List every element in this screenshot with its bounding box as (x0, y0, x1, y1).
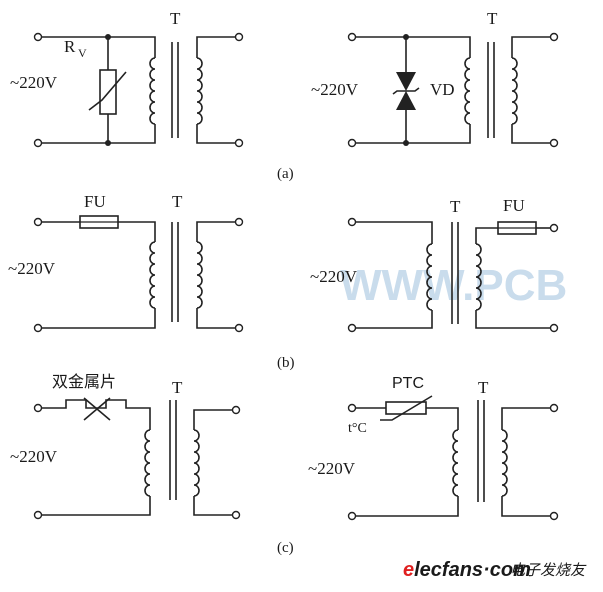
terminal (33, 138, 43, 148)
terminal (33, 510, 43, 520)
caption-a: (a) (277, 166, 294, 182)
circuit-b-primary-fuse: FU ~220V T (8, 192, 244, 333)
terminal (347, 32, 357, 42)
logo-rest: lecfans (414, 559, 483, 581)
terminal (347, 403, 357, 413)
ptc-label: PTC (392, 375, 424, 392)
terminal (33, 217, 43, 227)
site-cn-name: 电子发烧友 (510, 561, 587, 579)
terminal (549, 323, 559, 333)
logo-dot: · (483, 559, 490, 581)
voltage-label: ~220V (10, 447, 58, 466)
logo-e: e (403, 559, 414, 581)
transformer-label: T (170, 9, 181, 28)
varistor-label: R (64, 37, 76, 56)
terminal (234, 217, 244, 227)
circuit-c-bimetal: 双金属片 ~220V T (10, 373, 241, 520)
terminal (234, 138, 244, 148)
terminal (234, 32, 244, 42)
voltage-label: ~220V (8, 259, 56, 278)
terminal (33, 403, 43, 413)
varistor-label-sub: V (78, 46, 87, 60)
terminal (231, 405, 241, 415)
terminal (549, 223, 559, 233)
transformer-label: T (172, 378, 183, 397)
junction-dot (403, 140, 409, 146)
junction-dot (403, 34, 409, 40)
terminal (33, 323, 43, 333)
fuse-label: FU (84, 192, 106, 211)
circuit-a-varistor: R V ~220V T (10, 9, 244, 148)
terminal (549, 403, 559, 413)
terminal (347, 323, 357, 333)
voltage-label: ~220V (311, 80, 359, 99)
caption-b: (b) (277, 355, 295, 371)
circuit-b-secondary-fuse: ~220V T FU (310, 196, 559, 333)
terminal (549, 32, 559, 42)
logo-tld: com (490, 559, 531, 581)
junction-dot (105, 140, 111, 146)
tvs-label: VD (430, 80, 455, 99)
transformer-label: T (478, 378, 489, 397)
site-logo-text: elecfans·com (403, 559, 531, 581)
terminal (549, 138, 559, 148)
terminal (347, 511, 357, 521)
voltage-label: ~220V (310, 267, 358, 286)
circuit-c-ptc: PTC t°C ~220V T (308, 375, 559, 521)
transformer-label: T (487, 9, 498, 28)
terminal (347, 217, 357, 227)
terminal (231, 510, 241, 520)
voltage-label: ~220V (308, 459, 356, 478)
watermark-text: WWW.PCB (340, 261, 567, 310)
transformer-label: T (450, 197, 461, 216)
voltage-label: ~220V (10, 73, 58, 92)
bimetal-label: 双金属片 (52, 373, 116, 391)
bimetal-strip (42, 397, 151, 430)
terminal (549, 511, 559, 521)
fuse-label: FU (503, 196, 525, 215)
circuit-a-tvs: ~220V VD T (311, 9, 559, 148)
junction-dot (105, 34, 111, 40)
tvs-diode (392, 72, 420, 110)
elecfans-logo: elecfans·com 电子发烧友 (403, 559, 587, 581)
terminal (234, 323, 244, 333)
terminal (33, 32, 43, 42)
ptc-temp-label: t°C (348, 421, 367, 436)
transformer-label: T (172, 192, 183, 211)
caption-c: (c) (277, 540, 294, 556)
terminal (347, 138, 357, 148)
